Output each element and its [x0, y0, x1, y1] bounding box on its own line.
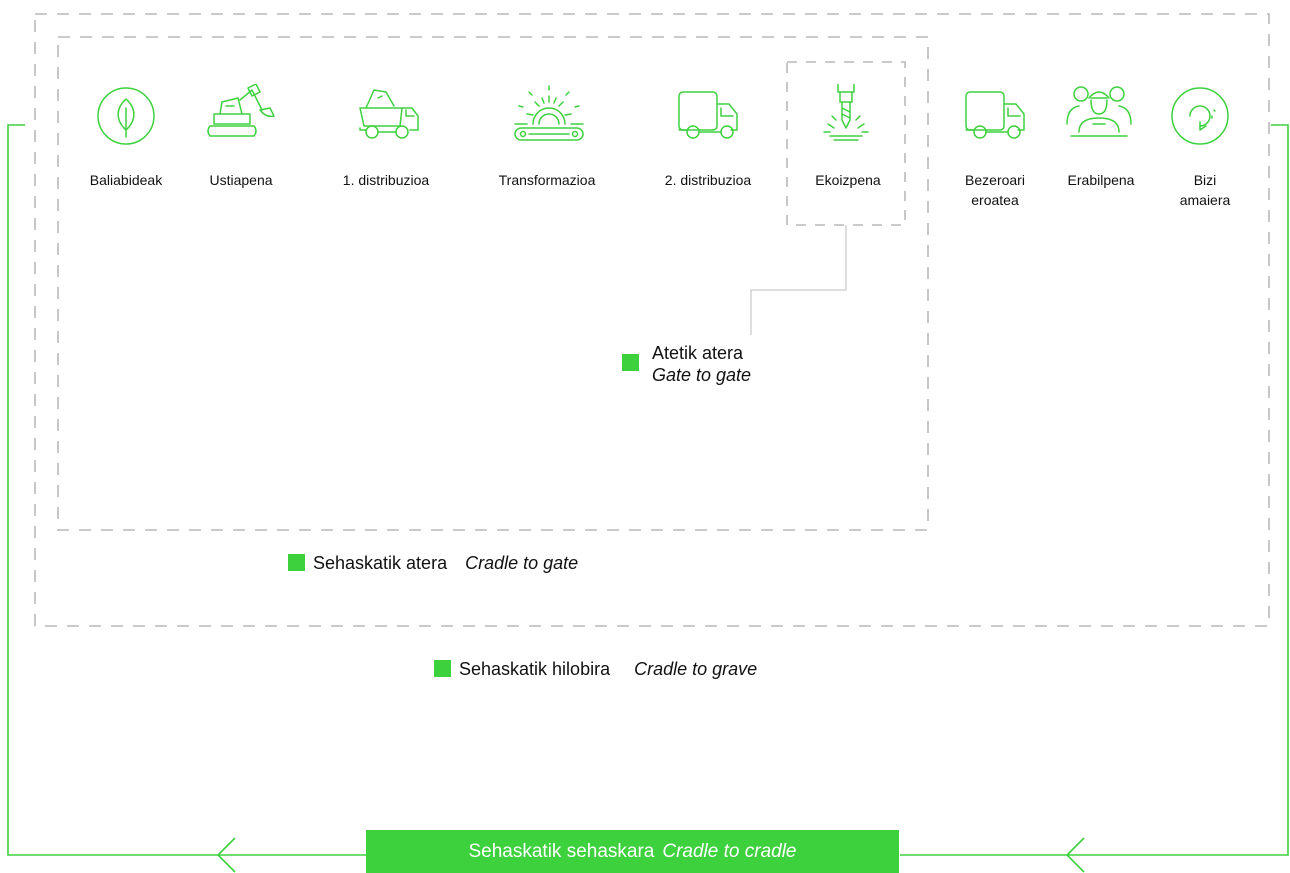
stage-label: Transformazioa: [498, 172, 596, 188]
legend-label: Sehaskatik atera: [313, 553, 448, 573]
arrow-left-icon: [1065, 837, 1085, 873]
stage-ekoizpena: [801, 84, 891, 148]
gate-to-gate-frame: [786, 61, 906, 226]
arrow-left-icon: [216, 837, 236, 873]
stage-label: Baliabideak: [89, 172, 163, 188]
legend-swatch: [288, 554, 305, 571]
delivery-truck-icon: [678, 91, 738, 139]
recycle-icon: [1171, 87, 1229, 145]
stage-bizi-amaiera: [1155, 84, 1245, 148]
stage-label: Bizi amaiera: [1179, 172, 1231, 208]
cradle-to-cradle-loop-line-left: [7, 124, 366, 856]
legend-cradle-to-gate: Sehaskatik atera Cradle to gate: [288, 552, 578, 574]
legend-swatch: [622, 354, 639, 371]
legend-label: Atetik atera: [652, 343, 744, 363]
stage-label: Ustiapena: [209, 172, 273, 188]
stage-bezeroari: [949, 84, 1039, 148]
legend-label: Sehaskatik hilobira: [459, 659, 611, 679]
stage-label: Ekoizpena: [815, 172, 881, 188]
legend-english-label: Cradle to gate: [465, 553, 579, 573]
stage-transformazioa: [504, 84, 594, 148]
drill-icon: [823, 84, 869, 141]
banner-label: Sehaskatik sehaskara: [468, 841, 655, 862]
stage-erabilpena: [1054, 84, 1144, 148]
stage-label: 1. distribuzioa: [342, 172, 430, 188]
leaf-icon: [97, 87, 155, 145]
gate-to-gate-connector: [750, 225, 847, 335]
dump-truck-icon: [359, 89, 419, 139]
excavator-icon: [207, 84, 275, 137]
legend-english-label: Cradle to grave: [634, 659, 758, 679]
stage-label: Bezeroari eroatea: [965, 172, 1025, 208]
legend-gate-to-gate: Atetik atera Gate to gate: [622, 342, 751, 386]
cradle-to-gate-frame: [57, 36, 929, 531]
legend-swatch: [434, 660, 451, 677]
people-icon: [1066, 86, 1132, 137]
stage-ustiapena: [195, 84, 285, 148]
legend-english-label: Gate to gate: [652, 365, 752, 385]
banner-english-label: Cradle to cradle: [662, 841, 797, 862]
stage-baliabideak: [81, 84, 171, 148]
stage-distribuzioa1: [341, 84, 431, 148]
stage-label: Erabilpena: [1067, 172, 1135, 188]
legend-cradle-to-grave: Sehaskatik hilobira Cradle to grave: [434, 658, 757, 680]
delivery-truck-icon: [965, 91, 1025, 139]
stage-distribuzioa2: [662, 84, 752, 148]
cradle-to-grave-frame: [34, 13, 1270, 627]
cradle-to-cradle-banner: Sehaskatik sehaskara Cradle to cradle: [366, 830, 899, 873]
cradle-to-cradle-loop-line: [900, 124, 1289, 856]
stage-label: 2. distribuzioa: [664, 172, 752, 188]
gear-conveyor-icon: [514, 85, 584, 141]
